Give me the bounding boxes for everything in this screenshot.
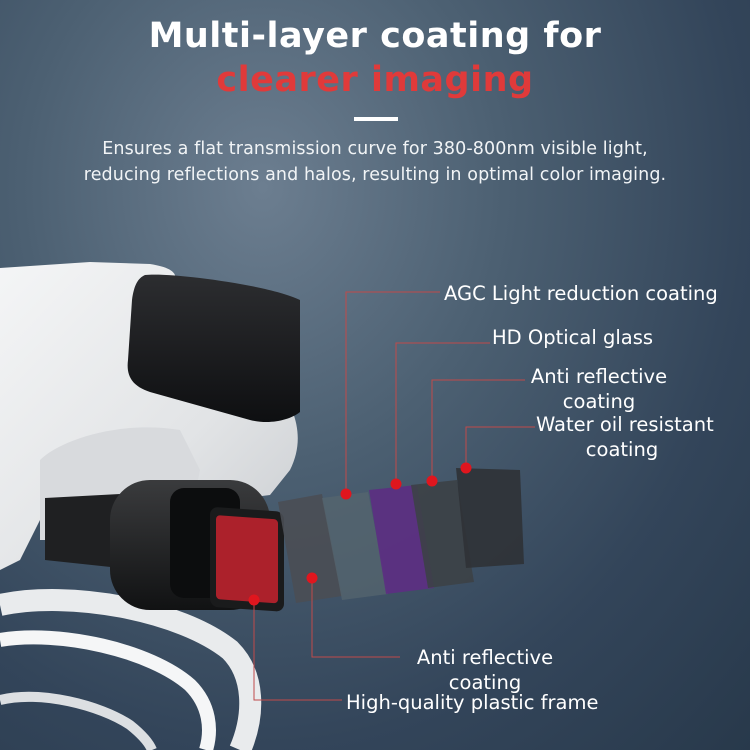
label-hd-optical-glass: HD Optical glass <box>492 326 654 349</box>
frame-layer <box>278 494 342 603</box>
marker-dot <box>248 594 260 606</box>
marker-dot <box>306 572 318 584</box>
title-divider <box>354 117 398 121</box>
label-agc-coating: AGC Light reduction coating <box>444 282 718 305</box>
label-line: Anti reflective <box>530 365 668 388</box>
label-line: Anti reflective <box>416 646 554 669</box>
leader-lines <box>253 291 535 701</box>
visor-sensor-icon <box>127 274 300 423</box>
marker-dot <box>390 478 402 490</box>
marker-dot <box>460 462 472 474</box>
red-filter-icon <box>210 507 284 612</box>
water-oil-layer <box>456 468 524 568</box>
label-line: coating <box>562 390 636 413</box>
page-subtitle: Ensures a flat transmission curve for 38… <box>0 136 750 188</box>
page-title-highlight: clearer imaging <box>216 60 534 100</box>
subtitle-line-2: reducing reflections and halos, resultin… <box>83 165 667 185</box>
page-title: Multi-layer coating for <box>148 16 602 56</box>
label-line: coating <box>448 671 522 694</box>
label-plastic-frame: High-quality plastic frame <box>346 691 599 714</box>
coating-layers <box>278 468 524 603</box>
subtitle-line-1: Ensures a flat transmission curve for 38… <box>102 139 648 159</box>
label-anti-reflective-bottom: Anti reflective coating <box>405 645 565 695</box>
label-line: coating <box>585 438 659 461</box>
propeller-guard <box>0 589 262 750</box>
marker-dot <box>426 475 438 487</box>
marker-dot <box>340 488 352 500</box>
label-water-oil-resistant: Water oil resistant coating <box>536 412 714 462</box>
anti-reflective-layer-2 <box>411 480 474 588</box>
label-anti-reflective-top: Anti reflective coating <box>522 364 676 414</box>
callout-markers <box>248 462 472 606</box>
label-line: Water oil resistant <box>536 413 714 436</box>
anti-reflective-layer <box>322 492 388 600</box>
